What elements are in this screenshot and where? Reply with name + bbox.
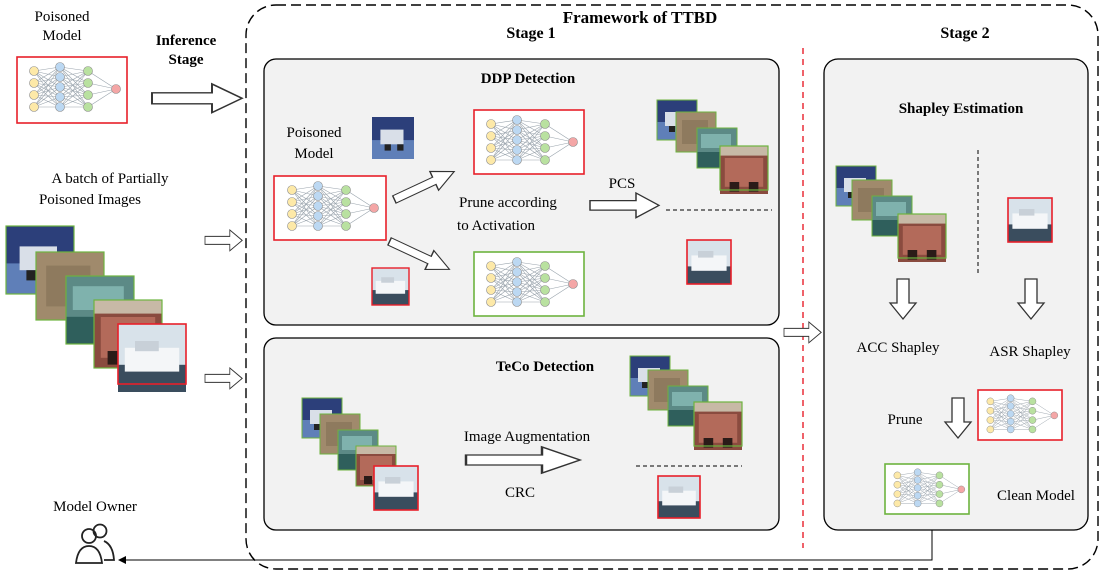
sample-image — [371, 267, 410, 306]
prune-label: Prune — [888, 412, 923, 428]
pcs-label: PCS — [609, 176, 636, 192]
shapley-clean-stack — [835, 165, 947, 262]
clean-model-label: Clean Model — [997, 488, 1075, 504]
acc-shapley-label: ACC Shapley — [857, 340, 940, 356]
teco-image-stack — [301, 397, 419, 511]
framework-title: Framework of TTBD — [563, 8, 718, 27]
inference-stage-line2: Stage — [169, 52, 204, 68]
ddp-title: DDP Detection — [481, 71, 576, 87]
stage1-label: Stage 1 — [506, 25, 555, 42]
poisoned-model-line2: Model — [42, 28, 81, 44]
user-group-icon — [74, 523, 115, 564]
stage2-label: Stage 2 — [940, 25, 989, 42]
hollow-arrow-icon — [204, 367, 243, 390]
ddp-poisoned-model-line1: Poisoned — [286, 125, 342, 141]
hollow-arrow-icon — [151, 83, 243, 114]
batch-images-line1: A batch of Partially — [51, 171, 169, 187]
framework-boundary — [245, 4, 1099, 570]
poisoned-image — [1007, 197, 1053, 243]
return-arrow — [126, 520, 933, 561]
model-owner-label: Model Owner — [53, 499, 137, 515]
inference-stage-line1: Inference — [156, 33, 217, 49]
poisoned-image — [657, 475, 701, 519]
poisoned-image — [686, 239, 732, 285]
ddp-poisoned-model-line2: Model — [294, 146, 333, 162]
teco-title: TeCo Detection — [496, 359, 595, 375]
shapley-title: Shapley Estimation — [899, 101, 1024, 117]
teco-clean-stack — [629, 355, 743, 450]
image-batch-stack — [5, 225, 187, 392]
crc-label: CRC — [505, 485, 535, 501]
sample-image — [372, 117, 414, 159]
shapley-panel — [823, 58, 1089, 531]
image-augmentation-label: Image Augmentation — [464, 429, 591, 445]
clean-image-stack — [656, 99, 769, 194]
prune-activation-line2: to Activation — [457, 218, 535, 234]
poisoned-model-line1: Poisoned — [34, 9, 90, 25]
hollow-arrow-icon — [204, 229, 243, 252]
batch-images-line2: Poisoned Images — [39, 192, 141, 208]
asr-shapley-label: ASR Shapley — [989, 344, 1071, 360]
prune-activation-line1: Prune according — [459, 195, 557, 211]
